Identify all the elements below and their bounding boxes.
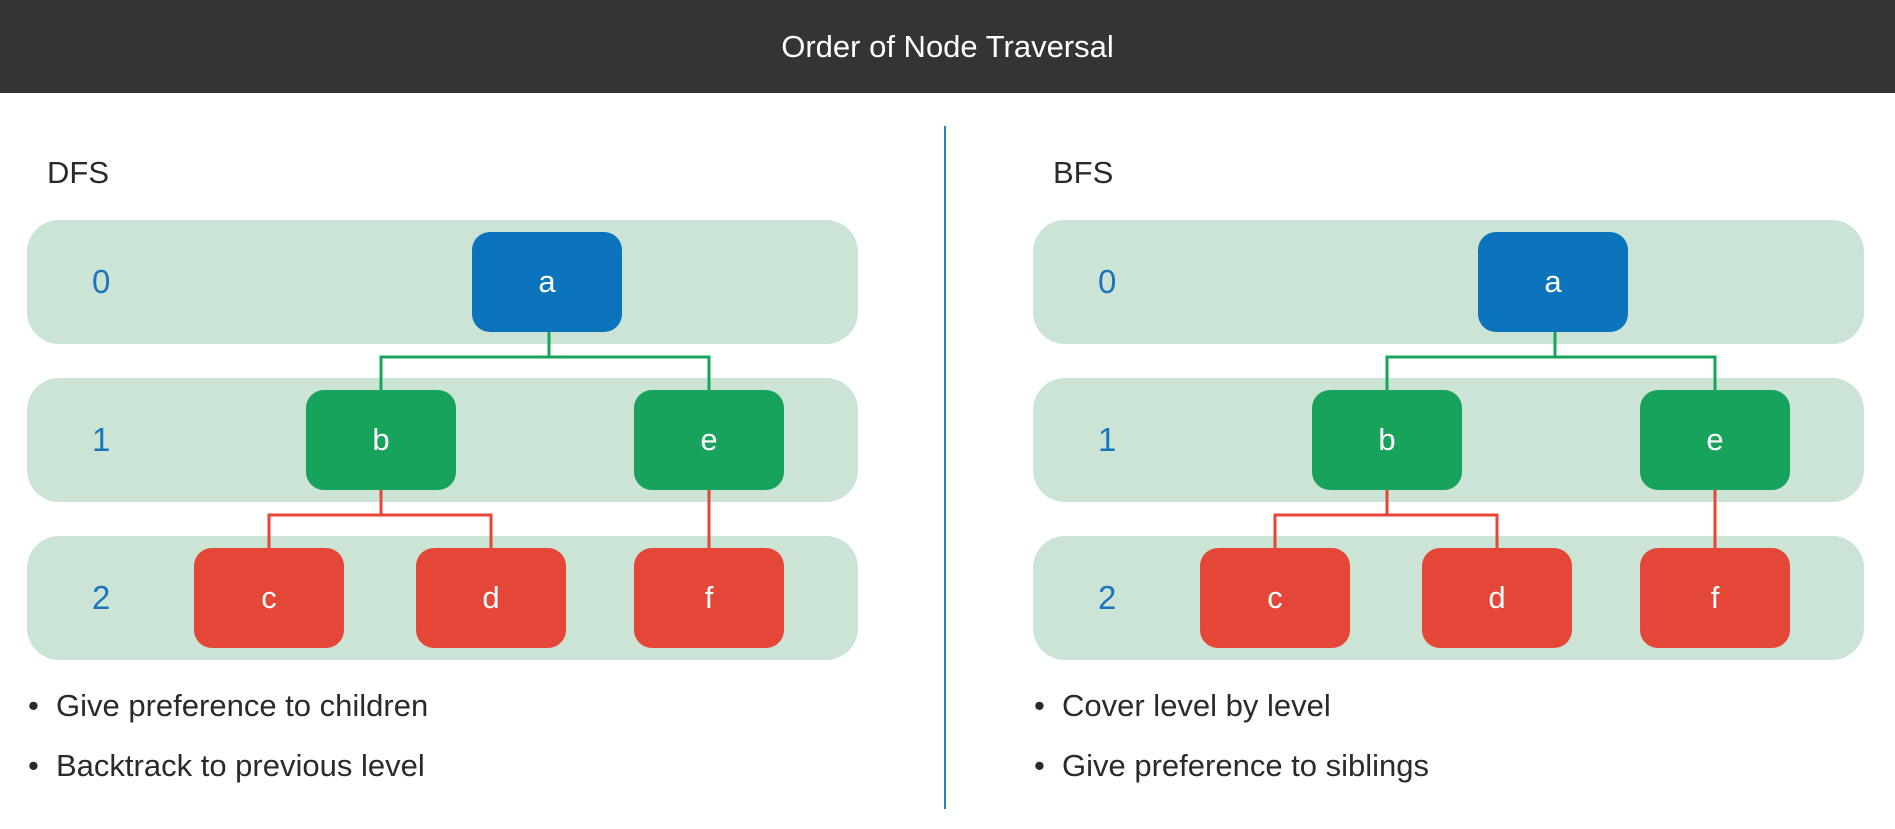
bullet-text: Cover level by level (1062, 688, 1331, 723)
bullet-text: Give preference to siblings (1062, 748, 1430, 783)
bullet-marker: • (1034, 748, 1045, 783)
level-label-0: 0 (92, 263, 111, 300)
bullet-item: • Give preference to siblings (1034, 736, 1429, 796)
node-e: e (634, 390, 784, 490)
bullet-item: • Backtrack to previous level (28, 736, 428, 796)
bullet-list: • Give preference to children • Backtrack … (28, 676, 428, 796)
level-label-1: 1 (92, 421, 111, 458)
node-a: a (1478, 232, 1628, 332)
bullet-marker: • (1034, 688, 1045, 723)
node-d: d (416, 548, 566, 648)
node-a: a (472, 232, 622, 332)
node-b: b (306, 390, 456, 490)
node-e: e (1640, 390, 1790, 490)
page-title: Order of Node Traversal (781, 28, 1114, 64)
node-f: f (634, 548, 784, 648)
bullet-text: Give preference to children (56, 688, 429, 723)
tree-edges (1273, 330, 1717, 550)
panel-title: DFS (47, 155, 109, 190)
tree-edges (267, 330, 711, 550)
bullet-item: • Give preference to children (28, 676, 428, 736)
panel-divider (944, 126, 946, 809)
node-c: c (1200, 548, 1350, 648)
level-label-2: 2 (92, 579, 111, 616)
header-bar: Order of Node Traversal (0, 0, 1895, 93)
node-c: c (194, 548, 344, 648)
level-label-1: 1 (1098, 421, 1117, 458)
level-band-0: 0 (1033, 220, 1864, 344)
bullet-list: • Cover level by level • Give preference t… (1034, 676, 1429, 796)
panel-title: BFS (1053, 155, 1114, 190)
bfs-panel: BFS 0 1 2 a b e c d f • Cover level by le… (1006, 93, 1866, 829)
bullet-item: • Cover level by level (1034, 676, 1429, 736)
bullet-text: Backtrack to previous level (56, 748, 425, 783)
dfs-panel: DFS 0 1 2 a b e c d f • Give preference t… (0, 93, 860, 829)
bullet-marker: • (28, 748, 39, 783)
node-b: b (1312, 390, 1462, 490)
node-d: d (1422, 548, 1572, 648)
bullet-marker: • (28, 688, 39, 723)
node-f: f (1640, 548, 1790, 648)
level-label-0: 0 (1098, 263, 1117, 300)
level-label-2: 2 (1098, 579, 1117, 616)
level-band-0: 0 (27, 220, 858, 344)
